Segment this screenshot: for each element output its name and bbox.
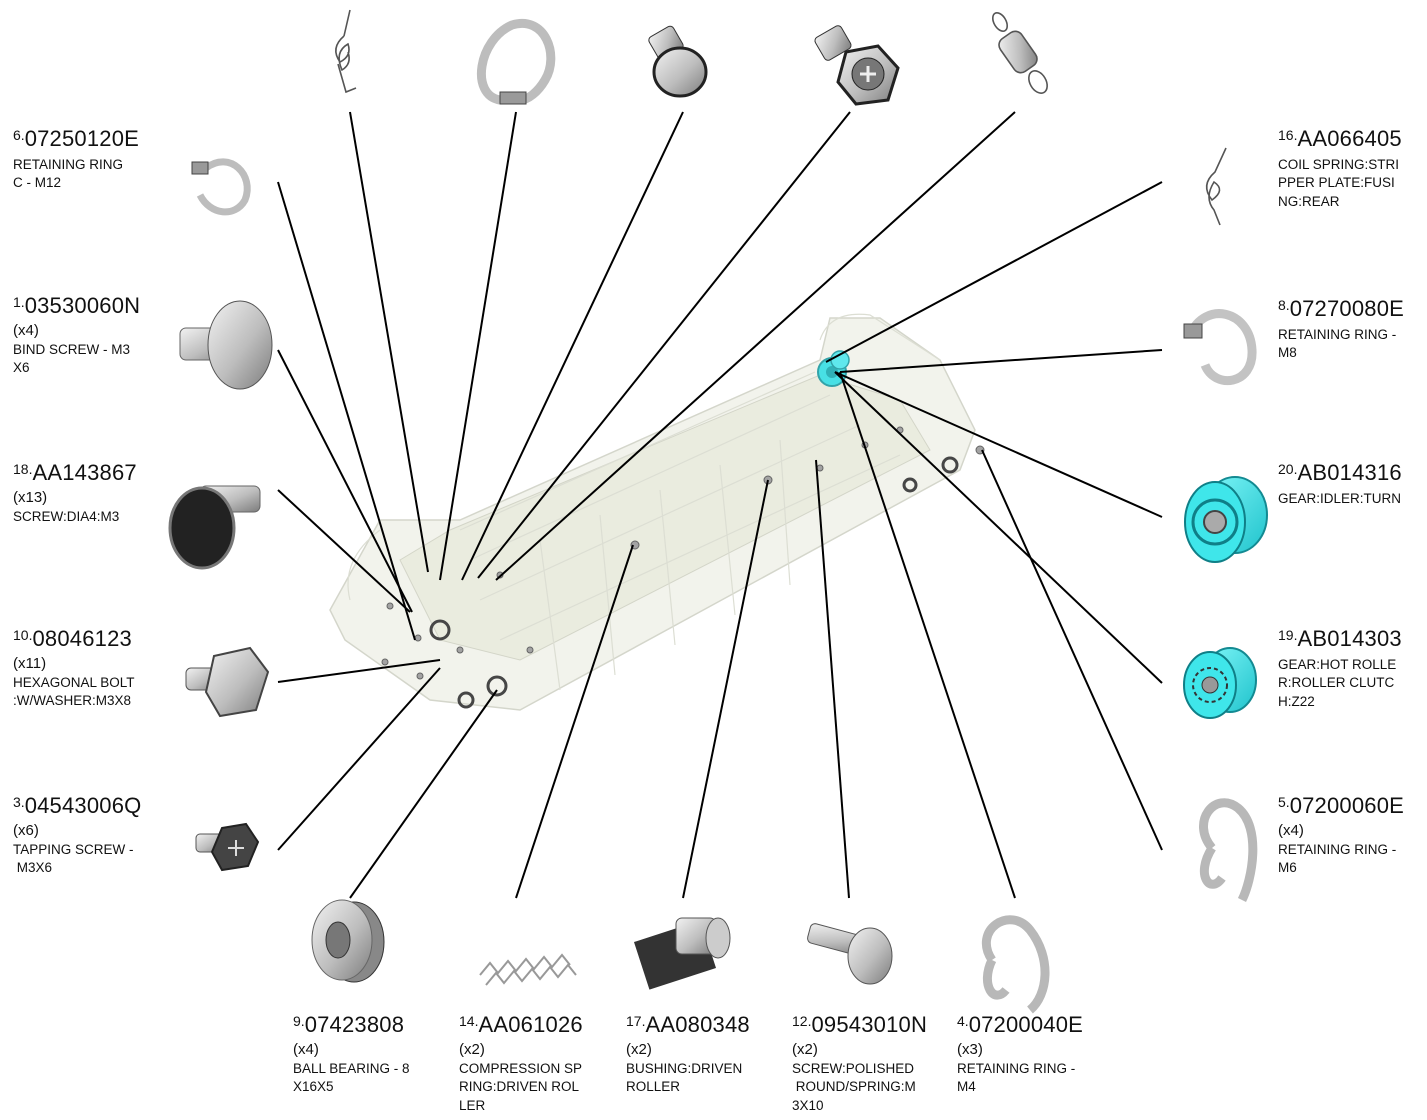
leader-line bbox=[277, 659, 441, 683]
part-icon-gear-hot-roller-19 bbox=[1183, 647, 1257, 719]
leader-line bbox=[815, 459, 850, 899]
leader-line bbox=[461, 111, 684, 581]
leader-line bbox=[277, 181, 416, 641]
part-icon-retaining-ring-top bbox=[476, 18, 556, 105]
part-icon-gear-idler-20 bbox=[1184, 476, 1268, 563]
leader-line bbox=[477, 111, 851, 579]
part-icon-retaining-ring-4 bbox=[981, 915, 1050, 1014]
leader-line bbox=[834, 371, 1163, 684]
leader-line bbox=[277, 667, 441, 851]
leader-line bbox=[349, 689, 498, 899]
leader-line bbox=[834, 371, 1163, 518]
part-icon-coil-spring-16 bbox=[1205, 147, 1227, 226]
part-label: 4.07200040E (x3) RETAINING RING -M4 bbox=[957, 1012, 1084, 1095]
leader-lines bbox=[277, 111, 1163, 899]
part-icon-compression-spring-14 bbox=[479, 953, 577, 986]
leader-line bbox=[839, 371, 1016, 899]
part-icon-ball-bearing-9 bbox=[311, 899, 385, 983]
leader-line bbox=[515, 544, 634, 899]
leader-line bbox=[839, 349, 1163, 373]
leader-line bbox=[277, 349, 413, 613]
part-label: 12.09543010N (x2) SCREW:POLISHED ROUND/S… bbox=[792, 1012, 928, 1113]
part-icon-bind-screw-1 bbox=[179, 300, 273, 390]
part-icon-hex-bolt-top bbox=[814, 25, 900, 106]
part-icon-screw-18 bbox=[168, 485, 261, 570]
leader-line bbox=[825, 181, 1163, 363]
part-icon-retaining-ring-6 bbox=[191, 158, 251, 216]
part-icon-coil-spring-top bbox=[335, 9, 357, 94]
leader-line bbox=[495, 111, 1016, 581]
leader-line bbox=[682, 479, 769, 899]
part-icon-bind-screw-top bbox=[648, 25, 708, 98]
part-icon-polished-screw-12 bbox=[807, 923, 893, 985]
part-icon-retaining-ring-5 bbox=[1199, 798, 1258, 903]
part-icon-tapping-screw-3 bbox=[195, 822, 260, 872]
leader-line bbox=[349, 111, 429, 573]
part-label: 8.07270080E RETAINING RING -M8 bbox=[1278, 296, 1405, 361]
part-label: 10.08046123 (x11) HEXAGONAL BOLT:W/WASHE… bbox=[13, 626, 135, 709]
part-icon-bushing-17 bbox=[633, 917, 731, 990]
leader-line bbox=[981, 449, 1163, 851]
part-label: 18.AA143867 (x13) SCREW:DIA4:M3 bbox=[13, 460, 137, 525]
part-label: 5.07200060E (x4) RETAINING RING -M6 bbox=[1278, 793, 1405, 876]
part-icon-extension-spring-top bbox=[991, 12, 1048, 94]
leader-line bbox=[277, 489, 411, 613]
leader-line bbox=[439, 111, 517, 581]
part-label: 3.04543006Q (x6) TAPPING SCREW - M3X6 bbox=[13, 793, 142, 876]
part-label: 20.AB014316 GEAR:IDLER:TURN bbox=[1278, 460, 1402, 507]
part-icon-retaining-ring-8 bbox=[1183, 309, 1257, 385]
part-icon-hex-bolt-10 bbox=[185, 646, 270, 718]
